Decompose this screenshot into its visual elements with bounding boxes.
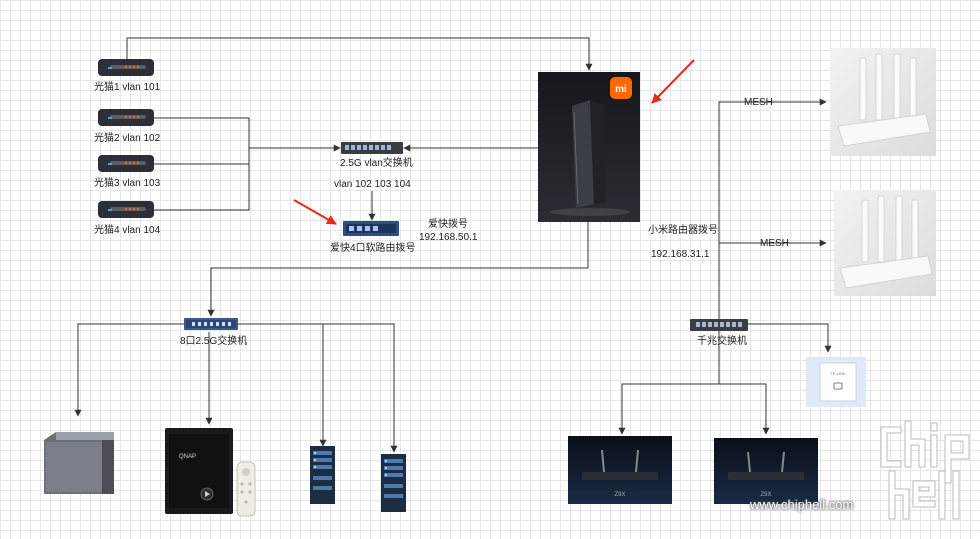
xiaomi-logo-text: mi <box>615 84 627 95</box>
link-mesh-trunk <box>718 98 827 384</box>
switch-25g-icon <box>184 318 238 330</box>
vlan-switch-icon <box>341 142 403 154</box>
modem-1-icon <box>98 59 154 76</box>
mesh-router-1-image <box>830 48 936 156</box>
softrouter-label: 爱快4口软路由拨号 <box>330 243 416 254</box>
modem-2-icon <box>98 109 154 126</box>
vlan-switch-vlans: vlan 102 103 104 <box>334 179 411 190</box>
link-gig-tv-bus <box>621 383 770 435</box>
red-pointer-arrow-xiaomi <box>651 59 695 104</box>
server-1-icon <box>310 446 335 504</box>
xiaomi-ip: 192.168.31.1 <box>651 249 710 260</box>
vlan-switch-label: 2.5G vlan交换机 <box>340 158 413 169</box>
tv-box-2-image: Z9X <box>714 438 818 504</box>
chiphell-watermark-logo <box>880 420 970 520</box>
server-2-icon <box>381 454 406 512</box>
switch-25g-label: 8口2.5G交换机 <box>180 336 248 347</box>
mesh-label-1: MESH <box>744 97 773 108</box>
connection-lines <box>74 37 832 453</box>
gigabit-switch-icon <box>690 319 748 331</box>
modem-4-icon <box>98 201 154 218</box>
qnap-nas-image: QNAP <box>165 428 233 514</box>
xiaomi-logo: mi <box>610 77 632 99</box>
chiphell-watermark-url: www.chiphell.com <box>750 497 854 512</box>
link-modem1-xiaomi <box>126 37 593 71</box>
ap-panel-image: TP-LINK <box>806 357 866 407</box>
softrouter-dial-label: 爱快拨号 <box>428 219 468 230</box>
mesh-router-2-image <box>834 190 936 296</box>
softrouter-ip: 192.168.50.1 <box>419 232 478 243</box>
qnap-brand: QNAP <box>179 454 196 460</box>
xiaomi-dial-label: 小米路由器拨号 <box>648 225 718 236</box>
mesh-label-2: MESH <box>760 238 789 249</box>
gigabit-switch-label: 千兆交换机 <box>697 336 747 347</box>
nas-gray-image <box>44 432 114 494</box>
modem-1-label: 光猫1 vlan 101 <box>94 82 161 93</box>
tv-box-1-image: Z9X <box>568 436 672 504</box>
link-gig-ap <box>748 323 832 353</box>
modem-4-label: 光猫4 vlan 104 <box>94 225 161 236</box>
tv-box-1-brand: Z9X <box>614 492 625 498</box>
link-xiaomi-25g-switch <box>207 222 589 317</box>
ap-panel-brand: TP-LINK <box>830 371 846 376</box>
remote-control-image <box>236 461 256 517</box>
modem-3-label: 光猫3 vlan 103 <box>94 178 161 189</box>
xiaomi-router-image: mi <box>538 72 640 222</box>
tv-box-2-brand: Z9X <box>760 492 771 498</box>
modem-2-label: 光猫2 vlan 102 <box>94 133 161 144</box>
soft-router-icon <box>343 221 399 236</box>
modem-3-icon <box>98 155 154 172</box>
red-pointer-arrow-softrouter <box>293 199 337 225</box>
